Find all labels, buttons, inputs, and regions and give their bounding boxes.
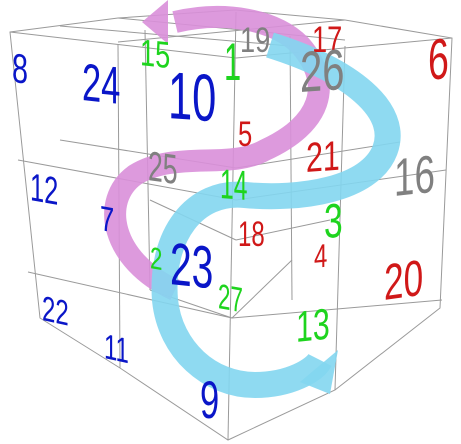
cube-number-20: 20	[384, 249, 423, 311]
cube-number-10: 10	[168, 58, 216, 136]
cube-number-25: 25	[148, 143, 178, 194]
cube-number-7: 7	[100, 198, 114, 240]
cube-number-19: 19	[240, 21, 270, 60]
cube-number-12: 12	[30, 166, 58, 215]
cube-number-26: 26	[300, 37, 344, 105]
cube-number-27: 27	[218, 277, 243, 321]
cube-number-21: 21	[306, 132, 340, 181]
cube-number-22: 22	[42, 290, 69, 334]
cube-number-5: 5	[238, 114, 252, 154]
cube-number-11: 11	[104, 328, 129, 372]
cube-number-13: 13	[296, 299, 330, 351]
cube-number-9: 9	[200, 372, 219, 430]
cube-number-24: 24	[82, 54, 120, 116]
cube-number-14: 14	[220, 161, 247, 209]
cube-number-16: 16	[394, 144, 435, 207]
cube-number-8: 8	[12, 45, 28, 93]
cube-number-6: 6	[428, 27, 449, 93]
cube-number-4: 4	[314, 238, 327, 276]
top-front-left-edge	[10, 32, 236, 58]
cube-number-1: 1	[224, 34, 241, 93]
cube-number-2: 2	[150, 240, 162, 277]
cube-number-18: 18	[238, 216, 265, 255]
cube-number-15: 15	[140, 31, 170, 76]
cube-number-23: 23	[170, 230, 213, 302]
